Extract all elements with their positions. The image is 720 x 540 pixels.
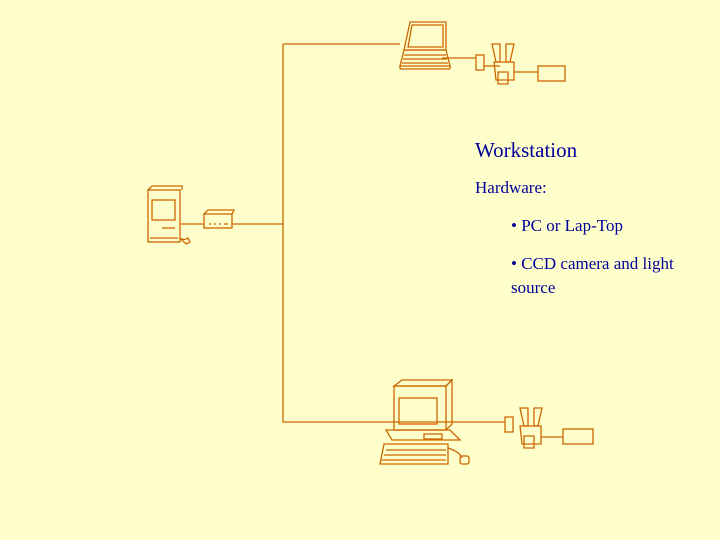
laptop-icon [400, 22, 450, 69]
light-source-icon [538, 66, 565, 81]
bullet-ccd-camera: • CCD camera and light source [511, 252, 681, 300]
network-lines [180, 44, 563, 437]
server-computer-icon [148, 186, 190, 244]
light-source-icon [563, 429, 593, 444]
ccd-camera-icon [476, 44, 514, 84]
bullet-pc-laptop: • PC or Lap-Top [511, 216, 623, 236]
network-hub-icon [204, 210, 234, 228]
hardware-label: Hardware: [475, 178, 547, 198]
ccd-camera-icon [505, 408, 542, 448]
diagram-title: Workstation [475, 138, 577, 163]
